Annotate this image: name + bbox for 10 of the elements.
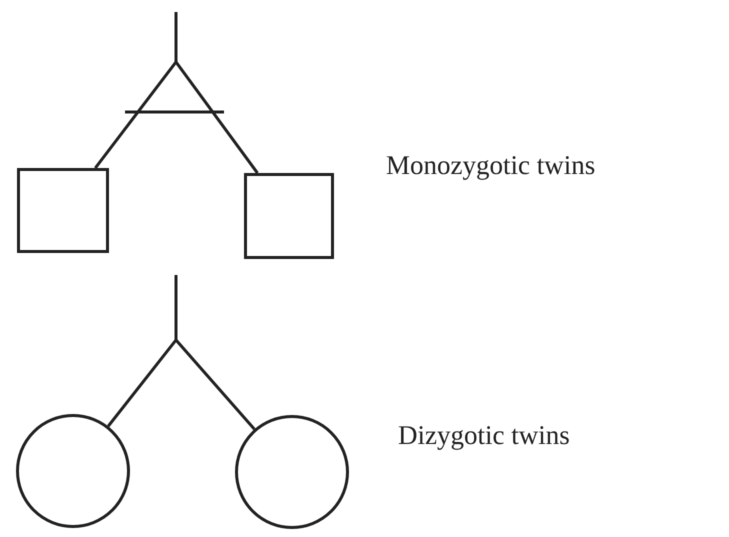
circle-symbol [235, 415, 349, 529]
square-symbol [17, 168, 109, 253]
twin-line [107, 339, 178, 428]
circle-symbol [16, 414, 130, 528]
twin-line [174, 339, 256, 430]
symbol-caption: Dizygotic twins [398, 420, 570, 451]
twin-line [94, 61, 178, 169]
square-symbol [244, 173, 334, 259]
twin-line [174, 61, 259, 174]
symbol-caption: Monozygotic twins [386, 150, 596, 181]
